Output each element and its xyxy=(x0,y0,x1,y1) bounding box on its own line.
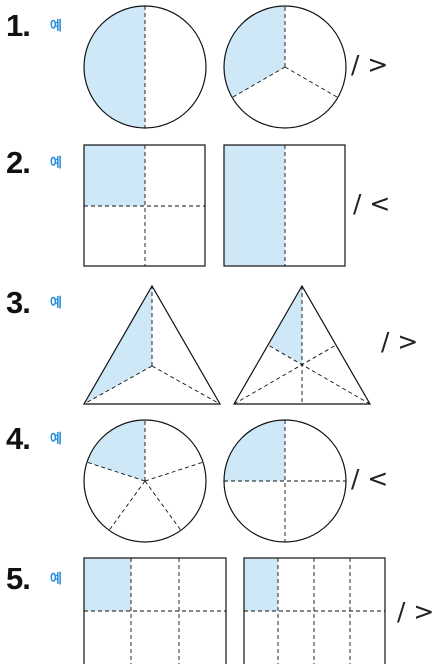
circle-quarters-figure xyxy=(223,419,347,543)
circle-thirds-figure xyxy=(223,5,347,129)
answer-1: / > xyxy=(351,50,389,79)
square-halves-figure xyxy=(223,144,346,267)
example-badge-3: 예 xyxy=(50,296,62,311)
answer-5: / > xyxy=(397,597,435,626)
problem-number-4: 4. xyxy=(6,421,31,456)
rectangle-eighths-figure xyxy=(83,557,227,664)
triangle-sixths-figure xyxy=(232,284,372,405)
example-badge-1: 예 xyxy=(50,19,62,34)
answer-3: / > xyxy=(381,327,419,356)
circle-fifths-figure xyxy=(83,419,207,543)
problem-number-1: 1. xyxy=(6,8,31,43)
example-badge-5: 예 xyxy=(50,572,62,587)
rectangle-twelfths-figure xyxy=(243,557,386,664)
problem-number-3: 3. xyxy=(6,285,31,320)
circle-halves-figure xyxy=(83,5,207,129)
example-badge-4: 예 xyxy=(50,432,62,447)
problem-number-5: 5. xyxy=(6,561,31,596)
answer-4: / < xyxy=(351,464,389,493)
triangle-thirds-figure xyxy=(82,284,222,405)
example-badge-2: 예 xyxy=(50,156,62,171)
problem-number-2: 2. xyxy=(6,145,31,180)
answer-2: / < xyxy=(353,189,391,218)
square-quarters-figure xyxy=(83,144,206,267)
